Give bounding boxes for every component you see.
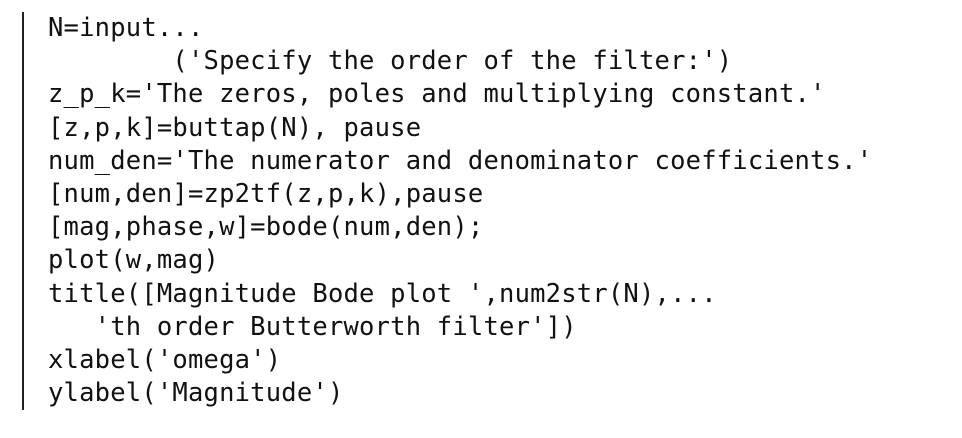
code-line: num_den='The numerator and denominator c… xyxy=(48,145,873,176)
code-line: [num,den]=zp2tf(z,p,k),pause xyxy=(48,178,484,209)
code-line: [z,p,k]=buttap(N), pause xyxy=(48,112,422,143)
code-line: xlabel('omega') xyxy=(48,344,282,375)
code-listing: N=input... ('Specify the order of the fi… xyxy=(22,12,942,410)
code-line: N=input... xyxy=(48,13,204,43)
code-line: ylabel('Magnitude') xyxy=(48,378,344,409)
code-line: plot(w,mag) xyxy=(48,245,220,276)
code-line: [mag,phase,w]=bode(num,den); xyxy=(48,212,484,243)
code-line: ('Specify the order of the filter:') xyxy=(48,46,733,77)
code-line: z_p_k='The zeros, poles and multiplying … xyxy=(48,79,826,110)
code-lines: N=input... ('Specify the order of the fi… xyxy=(48,12,872,410)
code-line: title([Magnitude Bode plot ',num2str(N),… xyxy=(48,278,717,309)
code-line: 'th order Butterworth filter']) xyxy=(48,311,577,342)
